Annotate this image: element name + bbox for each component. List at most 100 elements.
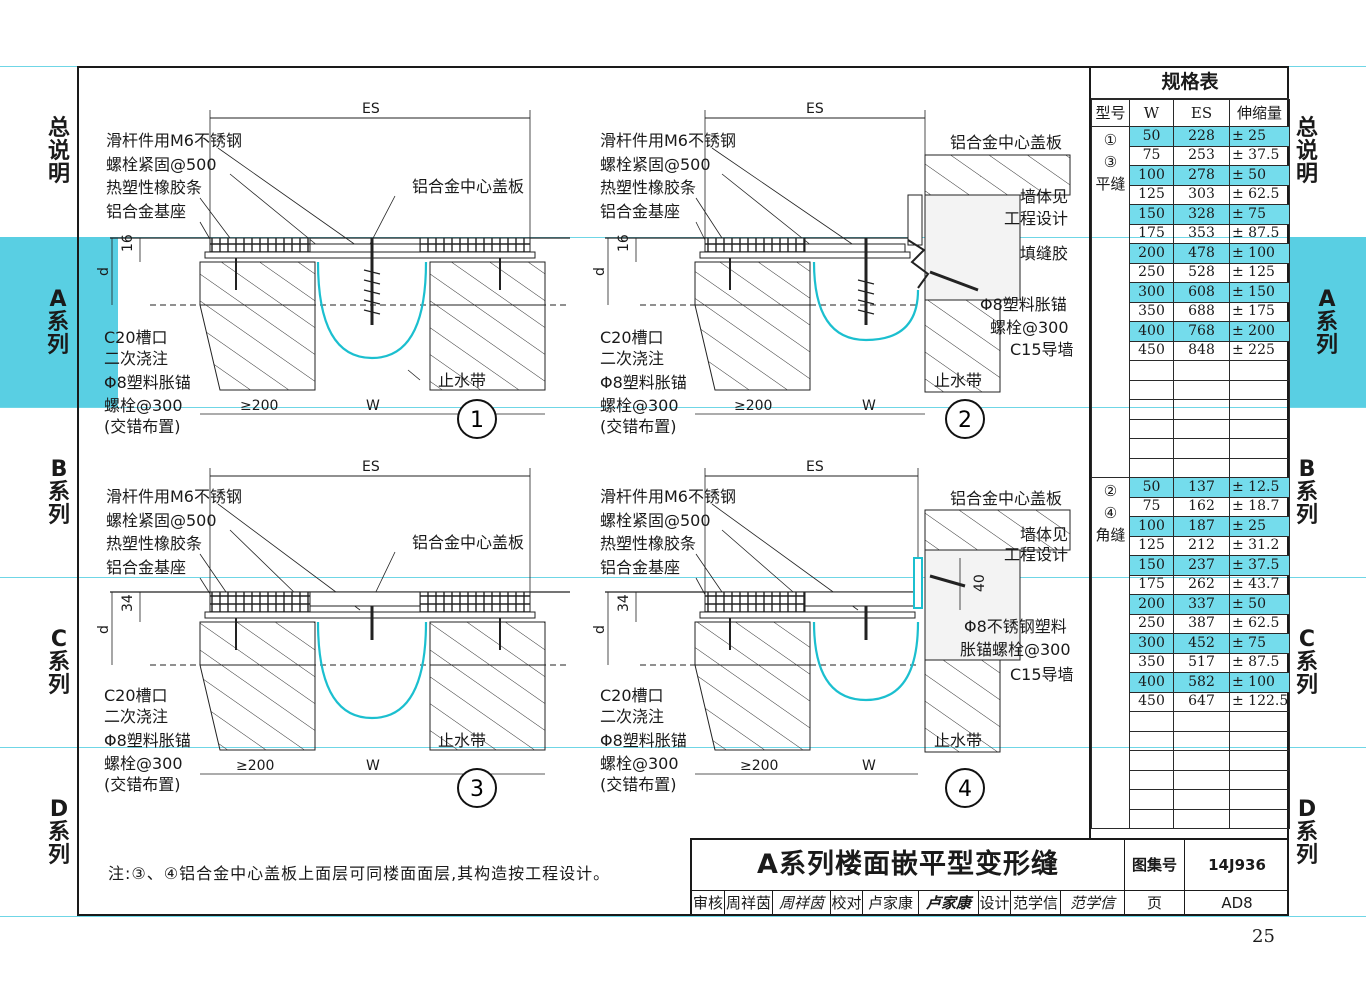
side-tab-a-right[interactable]: A系列 xyxy=(1288,237,1366,407)
spec-cell: 300 xyxy=(1129,282,1174,303)
spec-cell-empty xyxy=(1229,418,1290,439)
spec-cell: 228 xyxy=(1173,126,1230,147)
d1-bottom-3: 螺栓@300 xyxy=(104,396,183,415)
d3-number: 3 xyxy=(470,777,484,802)
d3-label-0: 滑杆件用M6不锈钢 xyxy=(106,487,242,506)
side-tab-d-left[interactable]: D系列 xyxy=(47,796,70,868)
review-label: 审核 xyxy=(692,894,723,912)
spec-row-empty xyxy=(1092,808,1290,829)
spec-cell-empty xyxy=(1229,769,1290,790)
atlas-number: 14J936 xyxy=(1184,840,1289,890)
checker-signature: 卢家康 xyxy=(918,890,978,916)
spec-cell: ± 225 xyxy=(1229,340,1290,361)
spec-cell-empty xyxy=(1129,418,1174,439)
spec-cell: 848 xyxy=(1173,340,1230,361)
d1-bottom-4: (交错布置) xyxy=(104,417,181,436)
d1-bottom-2: Φ8塑料胀锚 xyxy=(104,373,191,392)
side-tab-c-right[interactable]: C系列 xyxy=(1295,626,1318,698)
spec-group-code: ① xyxy=(1103,131,1118,149)
d1-label-0: 滑杆件用M6不锈钢 xyxy=(106,131,242,150)
d2-d-label: d xyxy=(592,267,608,276)
spec-cell: ± 62.5 xyxy=(1229,184,1290,205)
spec-group-code: ② xyxy=(1103,482,1118,500)
spec-cell: 75 xyxy=(1129,145,1174,166)
d1-label-1: 螺栓紧固@500 xyxy=(106,155,217,174)
d2-right-0: 铝合金中心盖板 xyxy=(950,133,1062,152)
d2-right-5: 螺栓@300 xyxy=(990,318,1069,337)
spec-cell: 200 xyxy=(1129,594,1174,615)
spec-cell: 517 xyxy=(1173,652,1230,673)
d2-number: 2 xyxy=(958,408,972,433)
spec-cell: ± 25 xyxy=(1229,516,1290,537)
spec-cell: ± 12.5 xyxy=(1229,477,1290,498)
d3-min-label: ≥200 xyxy=(236,758,274,774)
spec-cell-empty xyxy=(1129,711,1174,732)
spec-cell-empty xyxy=(1229,730,1290,751)
side-tab-b-right[interactable]: B系列 xyxy=(1295,456,1318,528)
spec-cell-empty xyxy=(1173,769,1230,790)
d3-label-1: 螺栓紧固@500 xyxy=(106,511,217,530)
d2-h-label: 16 xyxy=(616,234,632,252)
spec-cell: 150 xyxy=(1129,204,1174,225)
spec-cell-empty xyxy=(1129,360,1174,381)
side-tab-general-right[interactable]: 总说明 xyxy=(1295,115,1318,187)
d4-right-3: Φ8不锈钢塑料 xyxy=(964,617,1067,636)
d3-bottom-1: 二次浇注 xyxy=(104,707,168,726)
d2-bottom-0: C20槽口 xyxy=(600,328,664,347)
d3-bottom-2: Φ8塑料胀锚 xyxy=(104,731,191,750)
side-tab-d-right[interactable]: D系列 xyxy=(1295,796,1318,868)
spec-cell: ± 37.5 xyxy=(1229,145,1290,166)
spec-cell: 237 xyxy=(1173,555,1230,576)
spec-cell: 137 xyxy=(1173,477,1230,498)
guide-line xyxy=(0,407,1366,408)
d4-w-label: W xyxy=(862,758,876,774)
spec-cell: ± 100 xyxy=(1229,672,1290,693)
d2-right-6: C15导墙 xyxy=(1010,340,1074,359)
d4-label-0: 滑杆件用M6不锈钢 xyxy=(600,487,736,506)
side-tab-a-left[interactable]: A系列 xyxy=(0,237,118,407)
spec-cell-empty xyxy=(1173,418,1230,439)
spec-row-empty xyxy=(1092,457,1290,478)
spec-cell-empty xyxy=(1129,730,1174,751)
d3-bottom-3: 螺栓@300 xyxy=(104,754,183,773)
spec-cell: ± 122.5 xyxy=(1229,691,1290,712)
d2-bottom-2: Φ8塑料胀锚 xyxy=(600,373,687,392)
d3-w-label: W xyxy=(366,758,380,774)
side-tab-c-left[interactable]: C系列 xyxy=(47,626,70,698)
spec-cell-empty xyxy=(1173,457,1230,478)
d1-d-label: d xyxy=(96,267,112,276)
spec-cell: 353 xyxy=(1173,223,1230,244)
spec-cell-empty xyxy=(1173,360,1230,381)
d2-label-3: 铝合金基座 xyxy=(600,202,680,221)
spec-cell: 75 xyxy=(1129,496,1174,517)
spec-cell: 162 xyxy=(1173,496,1230,517)
d2-w-label: W xyxy=(862,398,876,414)
d4-waterstop-label: 止水带 xyxy=(934,731,982,750)
d3-waterstop-label: 止水带 xyxy=(438,731,486,750)
spec-cell-empty xyxy=(1229,789,1290,810)
detail-4: ES 40 34 d ≥200 W 止水带 滑杆件用M6不锈钢 螺栓紧固@500… xyxy=(592,459,1074,808)
spec-cell: ± 37.5 xyxy=(1229,555,1290,576)
d3-cover-label: 铝合金中心盖板 xyxy=(412,533,524,552)
spec-cell-empty xyxy=(1129,769,1174,790)
page-number: 25 xyxy=(1252,926,1275,947)
d4-label-2: 热塑性橡胶条 xyxy=(600,534,696,553)
spec-cell-empty xyxy=(1229,808,1290,829)
spec-cell: 337 xyxy=(1173,594,1230,615)
spec-header-w: W xyxy=(1129,99,1174,127)
d1-min-label: ≥200 xyxy=(240,398,278,414)
d1-cover-label: 铝合金中心盖板 xyxy=(412,177,524,196)
side-tab-b-left[interactable]: B系列 xyxy=(47,456,70,528)
d4-number: 4 xyxy=(958,777,972,802)
spec-cell-empty xyxy=(1229,379,1290,400)
side-tab-general-left[interactable]: 总说明 xyxy=(47,115,70,187)
d2-label-2: 热塑性橡胶条 xyxy=(600,178,696,197)
